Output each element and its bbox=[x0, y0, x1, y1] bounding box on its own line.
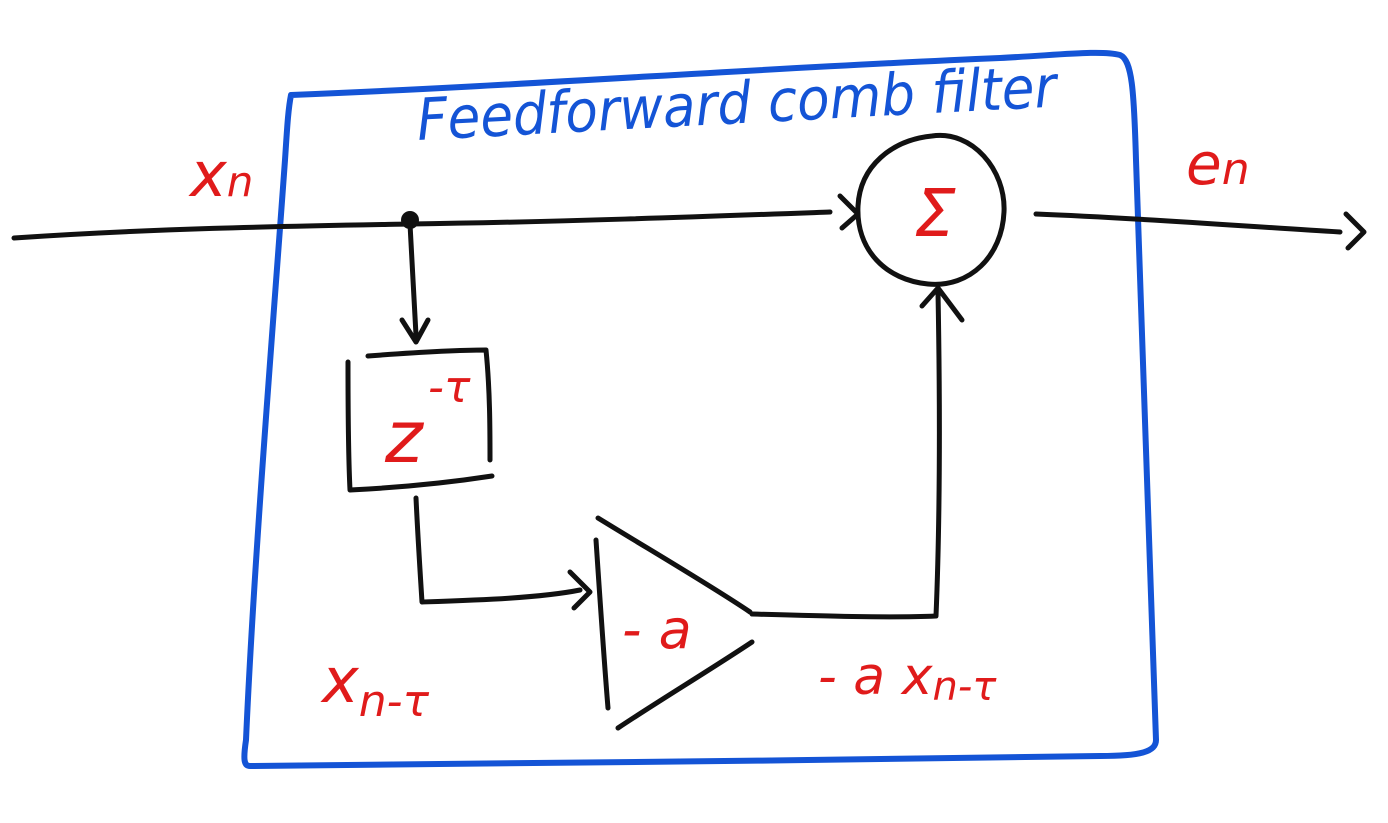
output-arrowhead bbox=[1343, 211, 1367, 251]
gain-arrowhead bbox=[567, 569, 593, 611]
scaled-signal-sub: n-τ bbox=[932, 664, 997, 710]
scaled-signal-main: - a x bbox=[818, 647, 934, 707]
gain-to-sum-line bbox=[749, 289, 942, 620]
delay-exponent: -τ bbox=[428, 362, 471, 413]
filter-frame bbox=[241, 49, 1159, 769]
output-line bbox=[1033, 211, 1343, 235]
sum-input-arrowhead bbox=[837, 193, 861, 231]
delayed-signal-label: xn-τ bbox=[320, 644, 429, 727]
gain-label: - a bbox=[622, 598, 692, 661]
delayed-signal-sub: n-τ bbox=[359, 676, 430, 727]
sum-symbol: Σ bbox=[914, 175, 956, 252]
sum-node bbox=[855, 132, 1007, 287]
delay-arrowhead bbox=[399, 317, 431, 345]
branch-line bbox=[407, 221, 419, 338]
gain-triangle bbox=[593, 515, 755, 731]
junction-dot bbox=[401, 211, 419, 229]
input-label-main: x bbox=[188, 138, 228, 211]
input-label: xn bbox=[188, 138, 253, 211]
input-line bbox=[11, 209, 833, 241]
input-label-sub: n bbox=[227, 157, 254, 206]
delay-base: z bbox=[384, 395, 425, 479]
delay-to-gain-line bbox=[413, 495, 583, 605]
sum-lower-arrowhead bbox=[919, 285, 965, 323]
delay-block bbox=[345, 347, 495, 493]
delayed-signal-main: x bbox=[320, 644, 360, 717]
scaled-signal-label: - a xn-τ bbox=[818, 647, 997, 710]
output-label: en bbox=[1186, 130, 1250, 198]
output-label-sub: n bbox=[1222, 144, 1250, 195]
output-label-main: e bbox=[1186, 130, 1222, 198]
